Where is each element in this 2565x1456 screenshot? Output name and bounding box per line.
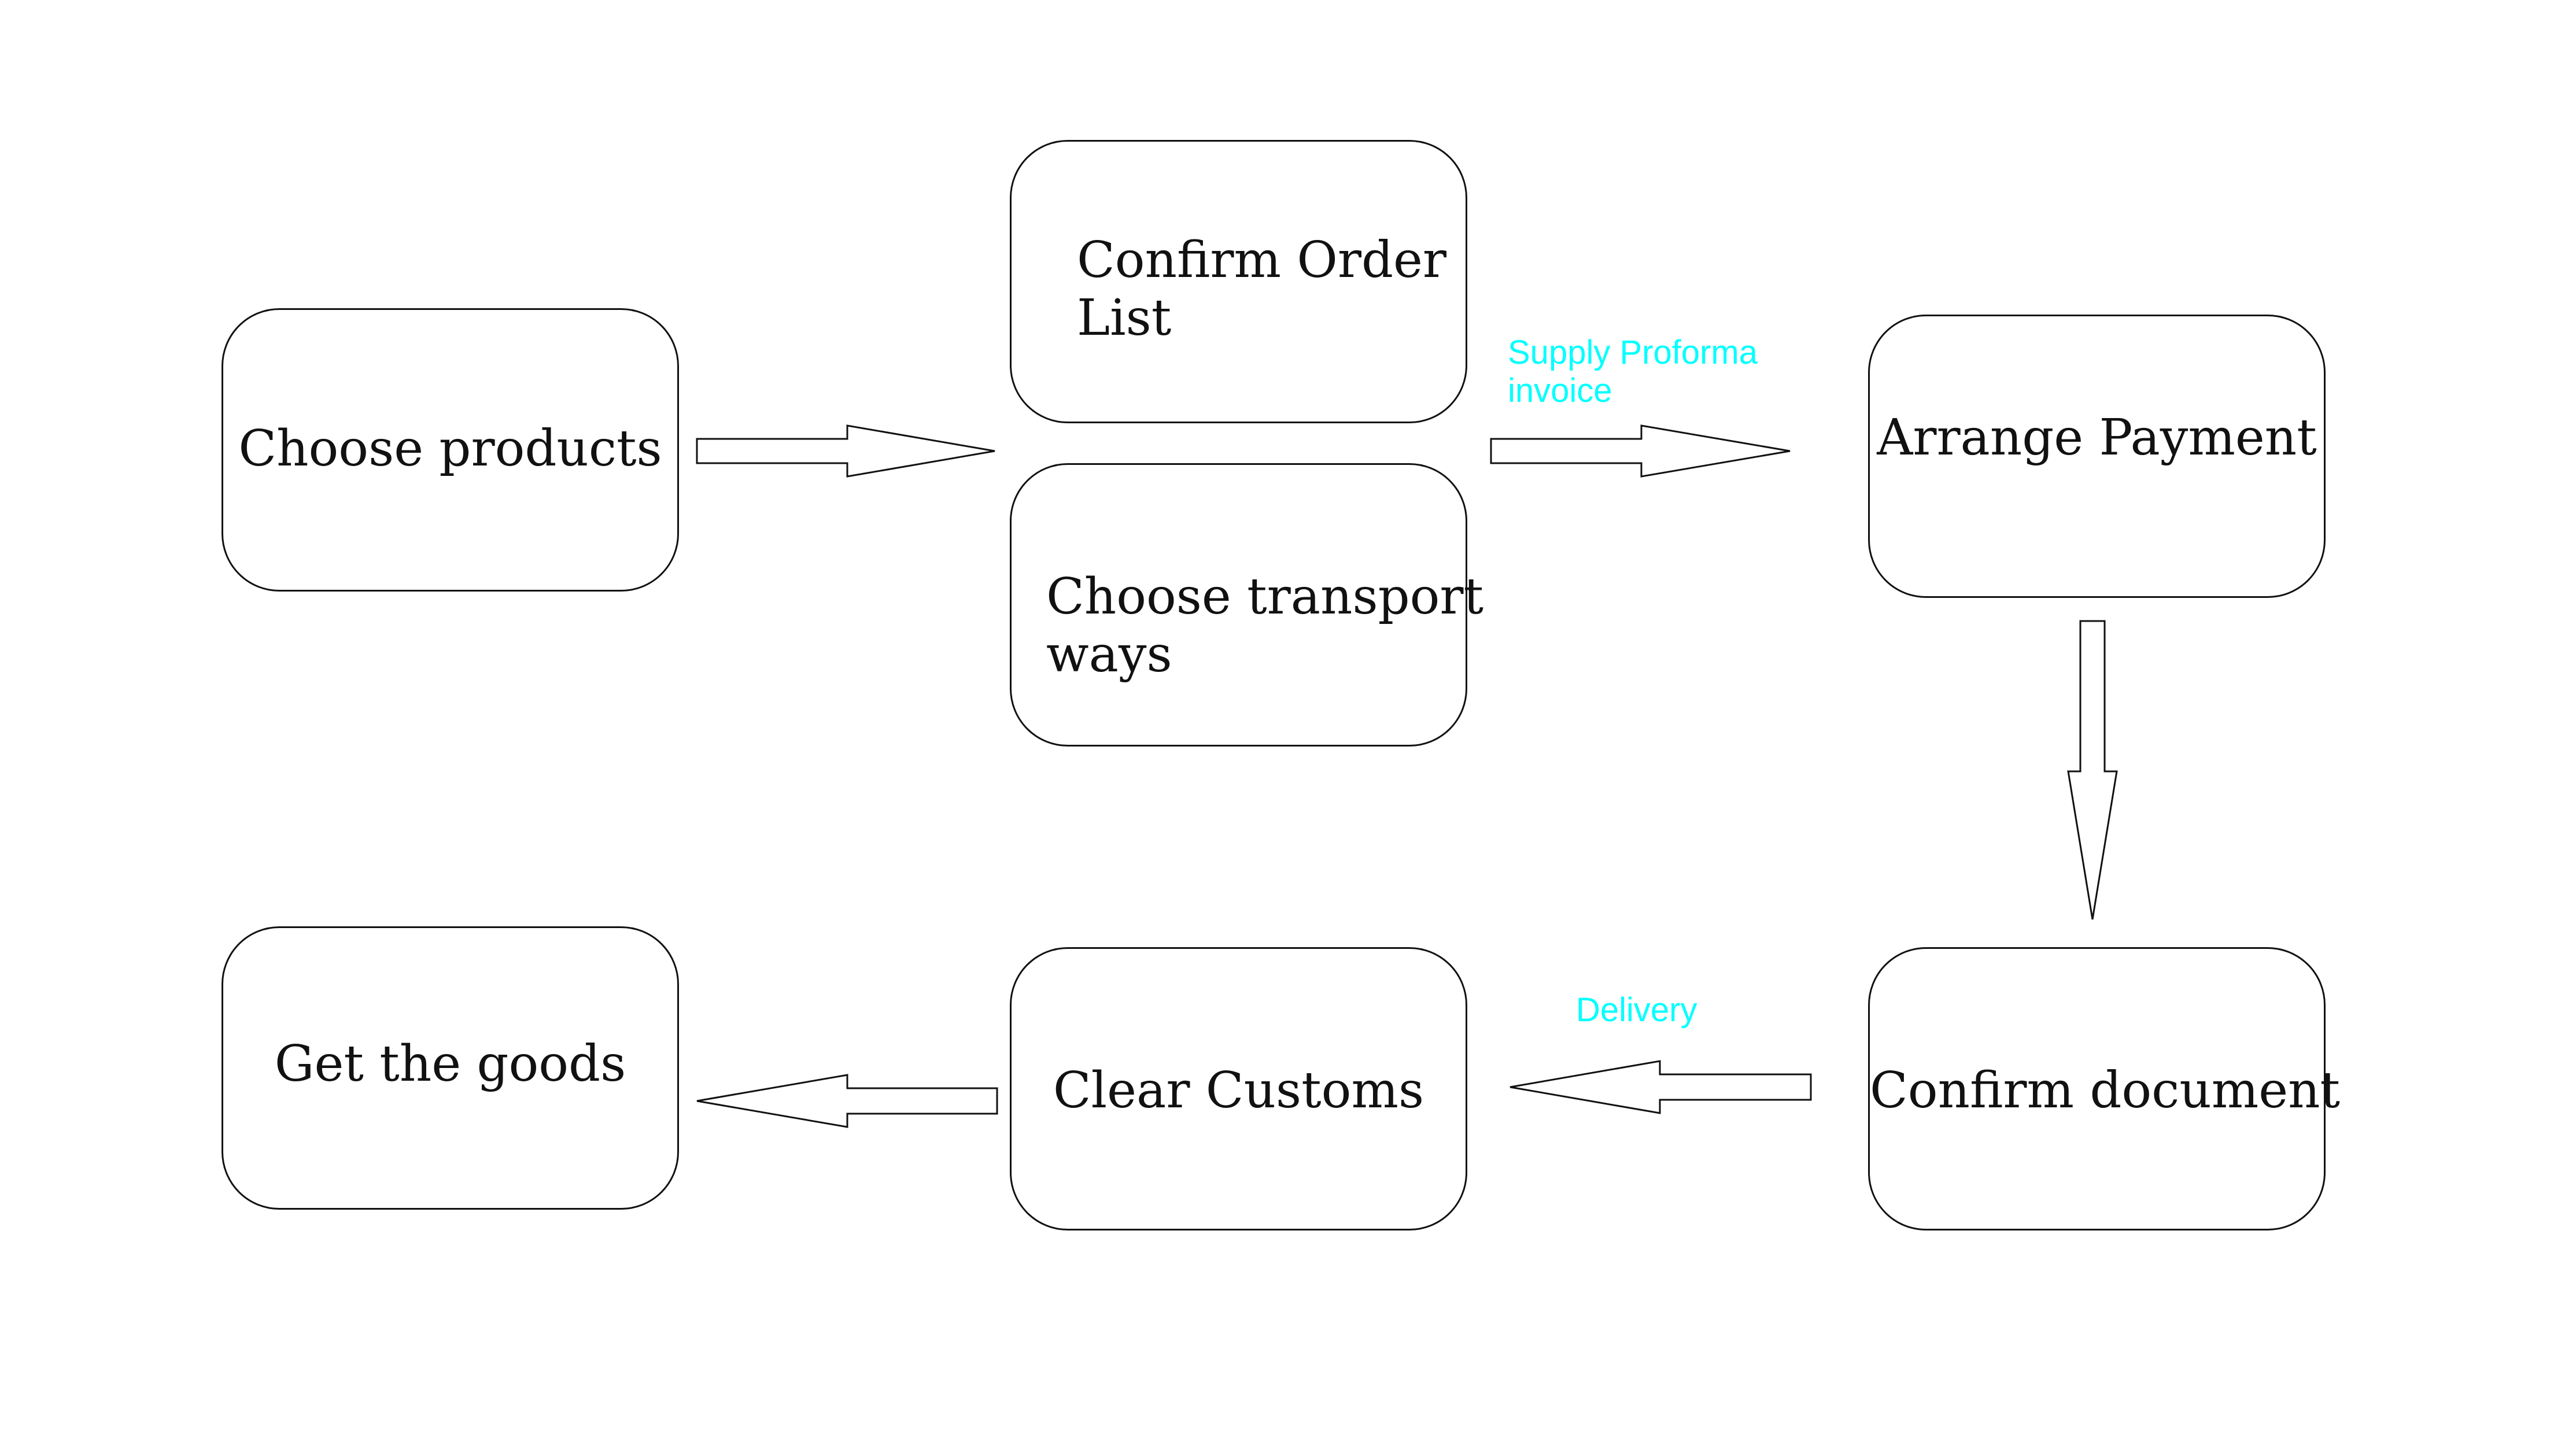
step-choose-transport-ways: Choose transport ways bbox=[1010, 463, 1483, 747]
step-confirm-order-label-line2: List bbox=[1077, 289, 1172, 347]
step-get-the-goods: Get the goods bbox=[222, 926, 679, 1210]
arrow-left-2 bbox=[696, 1074, 998, 1128]
step-confirm-document: Confirm document bbox=[1868, 947, 2341, 1230]
step-confirm-order-label-line1: Confirm Order bbox=[1077, 231, 1446, 289]
annotation-supply-proforma-line1: Supply Proforma bbox=[1508, 334, 1758, 371]
step-arrange-payment: Arrange Payment bbox=[1868, 315, 2326, 598]
annotation-delivery: Delivery bbox=[1576, 991, 1697, 1029]
step-confirm-order-list: Confirm Order List bbox=[1010, 140, 1467, 423]
step-choose-transport-label-line1: Choose transport bbox=[1046, 568, 1484, 626]
step-clear-customs: Clear Customs bbox=[1010, 947, 1467, 1230]
step-get-the-goods-label: Get the goods bbox=[274, 1035, 626, 1093]
arrow-left-1 bbox=[1510, 1060, 1812, 1114]
step-confirm-document-label: Confirm document bbox=[1870, 1062, 2341, 1119]
arrow-right-1 bbox=[696, 424, 995, 478]
step-arrange-payment-label: Arrange Payment bbox=[1877, 409, 2317, 467]
step-clear-customs-label: Clear Customs bbox=[1053, 1062, 1424, 1119]
step-choose-products-label: Choose products bbox=[238, 420, 662, 478]
step-choose-products: Choose products bbox=[222, 308, 679, 592]
arrow-right-2 bbox=[1490, 424, 1791, 478]
annotation-supply-proforma-line2: invoice bbox=[1508, 372, 1612, 409]
arrow-down-1 bbox=[2067, 620, 2118, 920]
step-choose-transport-label-line2: ways bbox=[1046, 626, 1172, 683]
